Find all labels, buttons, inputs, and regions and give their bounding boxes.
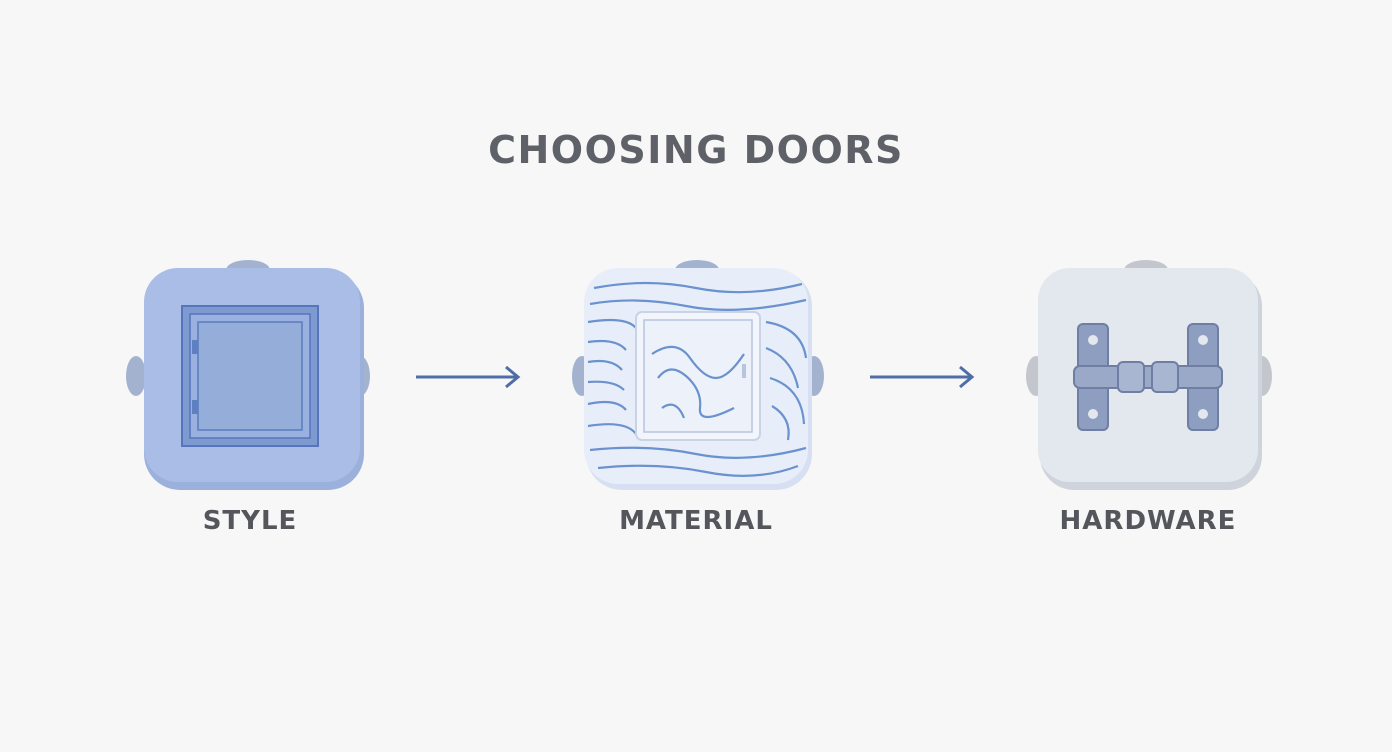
arrow-right-icon <box>416 365 521 389</box>
step-material: MATERIAL <box>566 258 826 536</box>
step-hardware: HARDWARE <box>1018 258 1278 536</box>
step-style: STYLE <box>120 258 380 536</box>
arrow-right-icon <box>870 365 975 389</box>
door-panel-icon <box>126 260 370 490</box>
hinge-icon <box>1026 260 1272 490</box>
step-label-style: STYLE <box>202 506 298 536</box>
step-label-material: MATERIAL <box>619 506 773 536</box>
step-label-hardware: HARDWARE <box>1059 506 1237 536</box>
wood-grain-icon <box>572 260 824 490</box>
diagram-title: CHOOSING DOORS <box>488 128 904 172</box>
